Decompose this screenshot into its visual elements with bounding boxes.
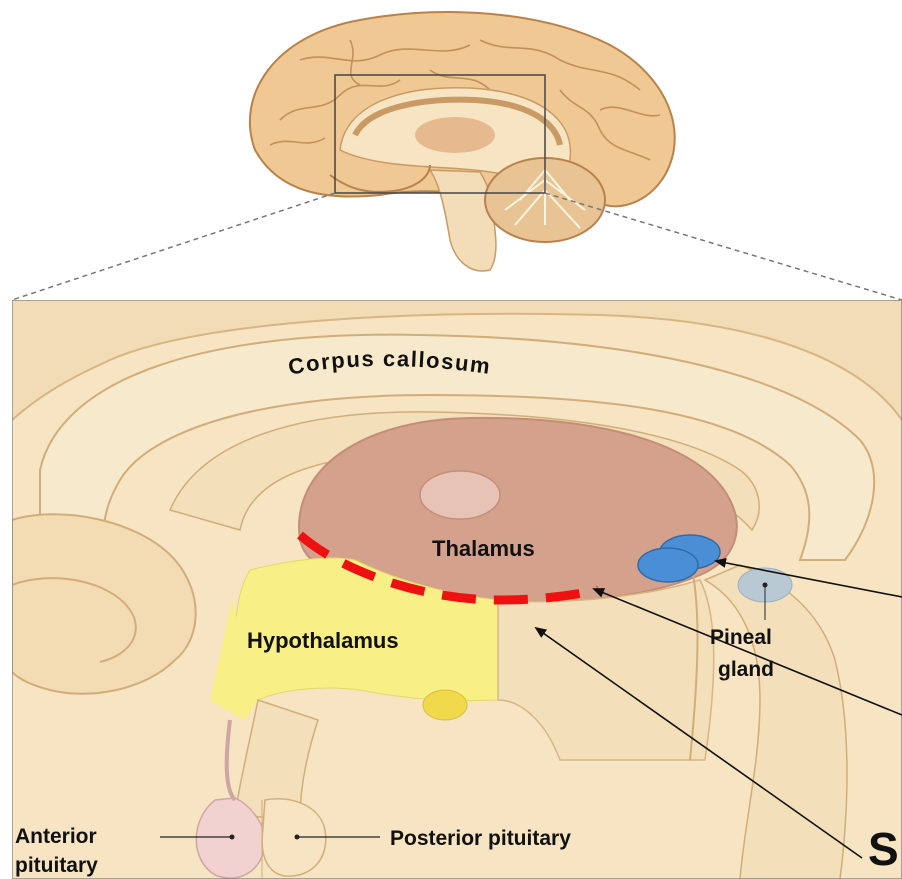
mammillary-body (423, 690, 467, 720)
pineal-label-line1: Pineal (710, 626, 772, 649)
hypothalamus-label: Hypothalamus (247, 628, 399, 653)
cut-off-letter: S (868, 823, 899, 875)
blue-marker-bottom (638, 548, 698, 582)
anterior-pituitary-label-line2: pituitary (15, 854, 98, 877)
anterior-dot (230, 835, 235, 840)
posterior-pituitary-label: Posterior pituitary (390, 827, 571, 850)
thumbnail-thalamus (415, 117, 495, 153)
pineal-dot (763, 583, 768, 588)
posterior-dot (295, 835, 300, 840)
interthalamic-adhesion (420, 471, 500, 519)
thalamus-label: Thalamus (432, 536, 535, 561)
brainstem-shape (430, 170, 496, 271)
anterior-pituitary-label-line1: Anterior (15, 825, 97, 848)
whole-brain-thumbnail (250, 12, 675, 271)
pineal-label-line2: gland (718, 658, 774, 681)
